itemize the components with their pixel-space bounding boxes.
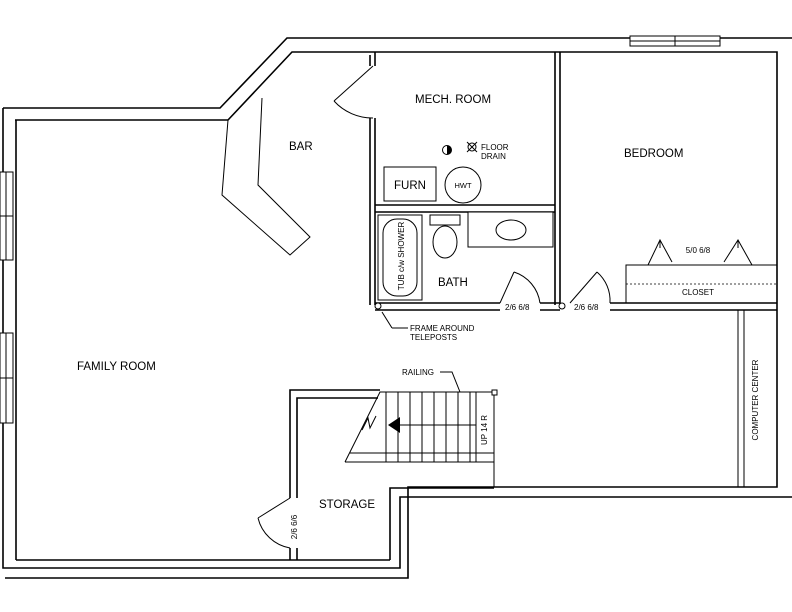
frame-note-2: TELEPOSTS: [410, 333, 457, 342]
toilet: [429, 214, 461, 259]
bedroom-door: [569, 271, 777, 311]
storage-label: STORAGE: [319, 499, 375, 511]
bath-label: BATH: [438, 277, 468, 289]
hot-water-tank: [444, 166, 482, 204]
closet-door-size: 5/0 6/8: [686, 246, 711, 255]
stairs: [344, 391, 495, 463]
closet-label: CLOSET: [682, 288, 714, 297]
telepost-2: [558, 302, 566, 310]
frame-note-1: FRAME AROUND: [410, 324, 475, 333]
window-north: [629, 35, 721, 47]
bath-door: [499, 271, 560, 311]
furnace-label: FURN: [394, 180, 426, 192]
vanity-sink: [467, 211, 554, 248]
bedroom-door-size: 2/6 6/8: [574, 303, 599, 312]
window-west-lower: [0, 332, 14, 424]
furnace: [383, 166, 437, 202]
computer-center-label: COMPUTER CENTER: [751, 359, 760, 440]
telepost-1: [374, 302, 382, 310]
family-room-label: FAMILY ROOM: [77, 361, 156, 373]
bedroom-label: BEDROOM: [624, 148, 683, 160]
hwt-label: HWT: [454, 181, 471, 190]
mech-room-door: [333, 65, 374, 119]
bar-label: BAR: [289, 141, 313, 153]
bar-counter: [221, 97, 311, 256]
railing: [380, 371, 498, 396]
bathtub: [377, 214, 423, 301]
mech-room-label: MECH. ROOM: [415, 94, 491, 106]
floor-drain-label-1: FLOOR: [481, 143, 509, 152]
telepost-callout-leader: [381, 311, 408, 329]
exterior-wall: [2, 37, 792, 579]
sump-icon: [442, 145, 452, 155]
storage-door: [257, 497, 291, 549]
stair-label: UP 14 R: [480, 415, 489, 445]
floor-drain-label-2: DRAIN: [481, 152, 506, 161]
bath-door-size: 2/6 6/8: [505, 303, 530, 312]
closet: [625, 238, 778, 304]
mech-room-walls: [369, 52, 561, 305]
tub-shower-label: TUB c/w SHOWER: [397, 222, 406, 291]
floor-drain-icon: [466, 141, 478, 153]
computer-center: [737, 310, 745, 487]
railing-label: RAILING: [402, 368, 434, 377]
window-west-upper: [0, 171, 14, 261]
storage-door-size: 2/6 6/6: [290, 514, 299, 539]
storage-walls: [289, 389, 495, 560]
